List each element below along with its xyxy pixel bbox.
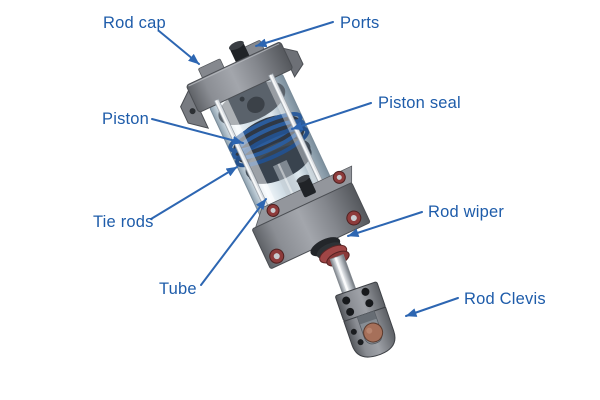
piston-seal-part — [228, 111, 310, 168]
arrow-piston-seal — [291, 102, 372, 130]
port-hole — [246, 96, 265, 114]
label-piston: Piston — [102, 110, 149, 128]
label-piston-seal: Piston seal — [378, 94, 461, 112]
rod-cap-slab — [186, 42, 293, 113]
arrow-ports — [255, 21, 334, 48]
rod-cap-ear-bolt — [189, 108, 196, 115]
callout-ports: Ports — [255, 14, 380, 48]
rod-clevis-part — [335, 281, 396, 358]
label-tube: Tube — [159, 280, 197, 298]
clevis-bolts — [342, 287, 374, 346]
arrow-rod-cap — [158, 30, 200, 65]
rod-cap-left-ear — [180, 87, 210, 129]
label-ports: Ports — [340, 14, 380, 32]
cylinder-illustration — [180, 40, 396, 358]
callout-piston: Piston — [102, 110, 244, 145]
callouts: Rod cap Ports Piston Piston seal Tie rod… — [93, 14, 546, 317]
arrow-tie-rods — [150, 166, 238, 220]
arrow-tube — [200, 198, 267, 286]
cap-screw-dot — [239, 96, 245, 102]
glass-highlight-left — [220, 99, 282, 219]
callout-rod-clevis: Rod Clevis — [405, 290, 546, 317]
arrow-piston — [151, 118, 244, 145]
callout-rod-cap: Rod cap — [103, 14, 200, 65]
port-plug-bottom-part — [296, 174, 316, 198]
callout-tie-rods: Tie rods — [93, 166, 238, 231]
callout-piston-seal: Piston seal — [291, 94, 461, 130]
clevis-pin-part — [363, 322, 384, 343]
tie-rod-left-highlight — [215, 99, 272, 220]
arrow-rod-clevis — [405, 297, 459, 317]
rod-cap-edge-highlight — [188, 43, 280, 87]
clevis-slot-shadow — [357, 311, 377, 325]
callout-tube: Tube — [159, 198, 267, 298]
label-rod-clevis: Rod Clevis — [464, 290, 546, 308]
label-rod-wiper: Rod wiper — [428, 203, 504, 221]
arrow-rod-wiper — [347, 211, 423, 238]
tie-rod-nuts — [266, 170, 362, 264]
tie-rod-right-highlight — [269, 74, 327, 194]
label-tie-rods: Tie rods — [93, 213, 154, 231]
callout-rod-wiper: Rod wiper — [347, 203, 504, 238]
rod-cap-part — [180, 40, 304, 129]
tie-rods-part — [213, 73, 329, 221]
label-rod-cap: Rod cap — [103, 14, 166, 32]
glass-highlight-right — [265, 79, 325, 198]
